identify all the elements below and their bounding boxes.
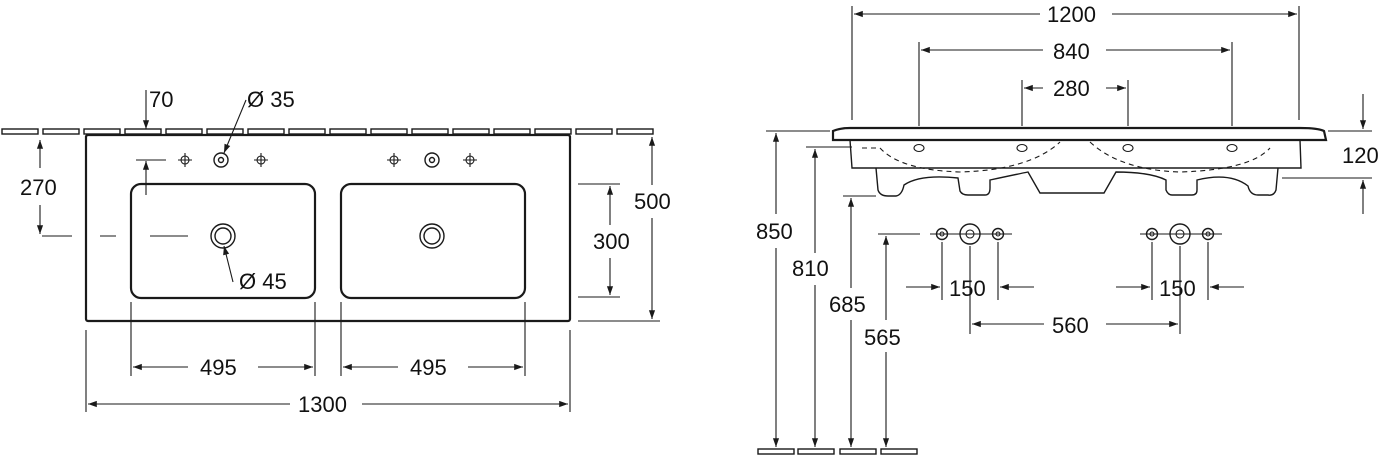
- wall-line: [1, 128, 654, 135]
- dim-bowl-spacing-label: 840: [1053, 39, 1090, 64]
- dim-tap-spacing: 280: [1021, 76, 1129, 126]
- side-view: 1200 840 280 120: [756, 2, 1379, 455]
- dim-tap-to-edge: 270: [20, 140, 57, 234]
- top-view: 70 Ø 35 Ø 45 270 495 495: [1, 87, 671, 417]
- dim-wall-offset-label: 70: [149, 87, 173, 112]
- right-fittings: [1140, 223, 1222, 245]
- dim-depth: 500: [578, 137, 671, 322]
- right-basin: [339, 182, 527, 300]
- dim-basin-left: 495: [130, 302, 316, 380]
- dim-fitting-center-spacing-label: 560: [1052, 313, 1089, 338]
- right-waste-hole: [419, 223, 445, 249]
- dim-basin-right-label: 495: [410, 355, 447, 380]
- dim-wall-offset: 70: [142, 87, 173, 195]
- dim-height-565: 565: [864, 233, 920, 448]
- dim-basin-right: 495: [340, 302, 526, 380]
- dim-fitting-spacing-right-label: 150: [1159, 276, 1196, 301]
- dim-height-810-label: 810: [792, 256, 829, 281]
- dim-tap-hole-label: Ø 35: [247, 87, 295, 112]
- left-tap-holes: [178, 152, 268, 168]
- dim-height-850-label: 850: [756, 219, 793, 244]
- dim-total-width: 1300: [85, 330, 571, 417]
- dim-fitting-spacing-right: 150: [1116, 242, 1244, 301]
- dim-fitting-spacing-left-label: 150: [949, 276, 986, 301]
- dim-waste-hole-label: Ø 45: [239, 269, 287, 294]
- left-waste-hole: [210, 223, 236, 249]
- dim-tap-spacing-label: 280: [1053, 76, 1090, 101]
- dim-height-685: 685: [829, 195, 876, 448]
- dim-depth-label: 500: [634, 189, 671, 214]
- dim-height-685-label: 685: [829, 292, 866, 317]
- floor-line: [757, 448, 918, 455]
- dim-basin-depth-label: 300: [593, 229, 630, 254]
- dim-height-565-label: 565: [864, 325, 901, 350]
- dim-waste-hole: Ø 45: [223, 245, 287, 294]
- dim-tap-to-edge-label: 270: [20, 175, 57, 200]
- dim-fitting-center-spacing: 560: [969, 246, 1181, 338]
- dim-height-810: 810: [792, 146, 852, 448]
- dim-fitting-spacing-left: 150: [906, 242, 1034, 301]
- basin-body: [849, 139, 1302, 169]
- dim-rim-height-label: 120: [1342, 143, 1379, 168]
- side-holes: [913, 143, 1238, 153]
- right-tap-holes: [387, 152, 477, 168]
- dim-basin-left-label: 495: [200, 355, 237, 380]
- dim-height-850: 850: [756, 130, 830, 448]
- dim-basin-depth: 300: [578, 183, 630, 298]
- left-basin: [129, 182, 317, 300]
- dim-total-width-label: 1300: [298, 392, 347, 417]
- slab-outline: [831, 126, 1328, 142]
- dim-bowl-spacing: 840: [918, 39, 1233, 126]
- bowl-underside: [875, 167, 1279, 197]
- dim-rim-height: 120: [1282, 94, 1379, 214]
- left-fittings: [930, 223, 1012, 245]
- dim-tap-hole: Ø 35: [223, 87, 295, 154]
- dim-width-label: 1200: [1047, 2, 1096, 27]
- dim-width: 1200: [851, 2, 1300, 120]
